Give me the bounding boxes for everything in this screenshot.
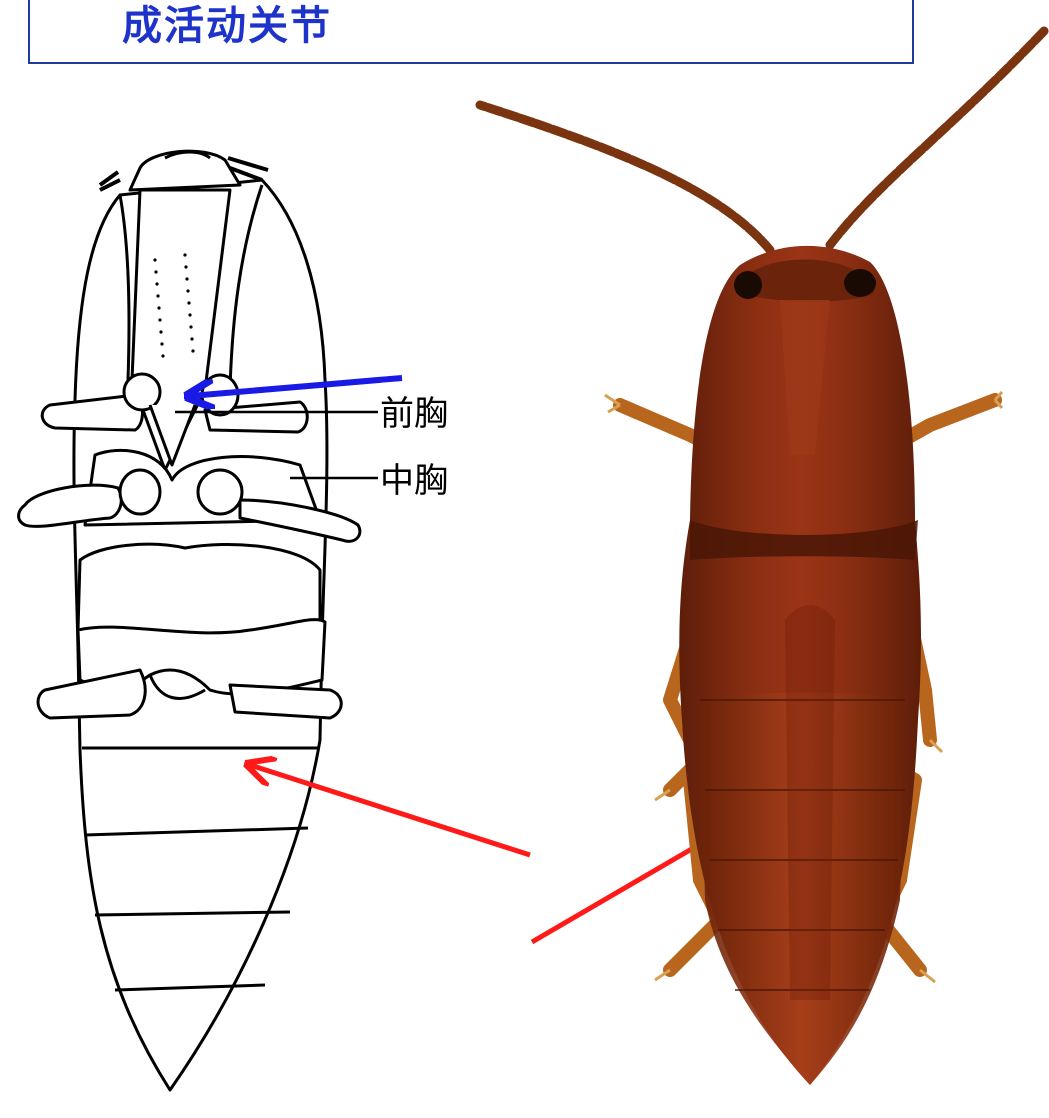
line-drawing bbox=[19, 151, 360, 1090]
beetle-photo bbox=[480, 30, 1045, 1085]
hind-leg-right bbox=[230, 685, 341, 718]
label-prothorax: 前胸 bbox=[380, 394, 448, 434]
head-outline bbox=[130, 151, 240, 190]
label-mesothorax: 中胸 bbox=[380, 461, 448, 501]
